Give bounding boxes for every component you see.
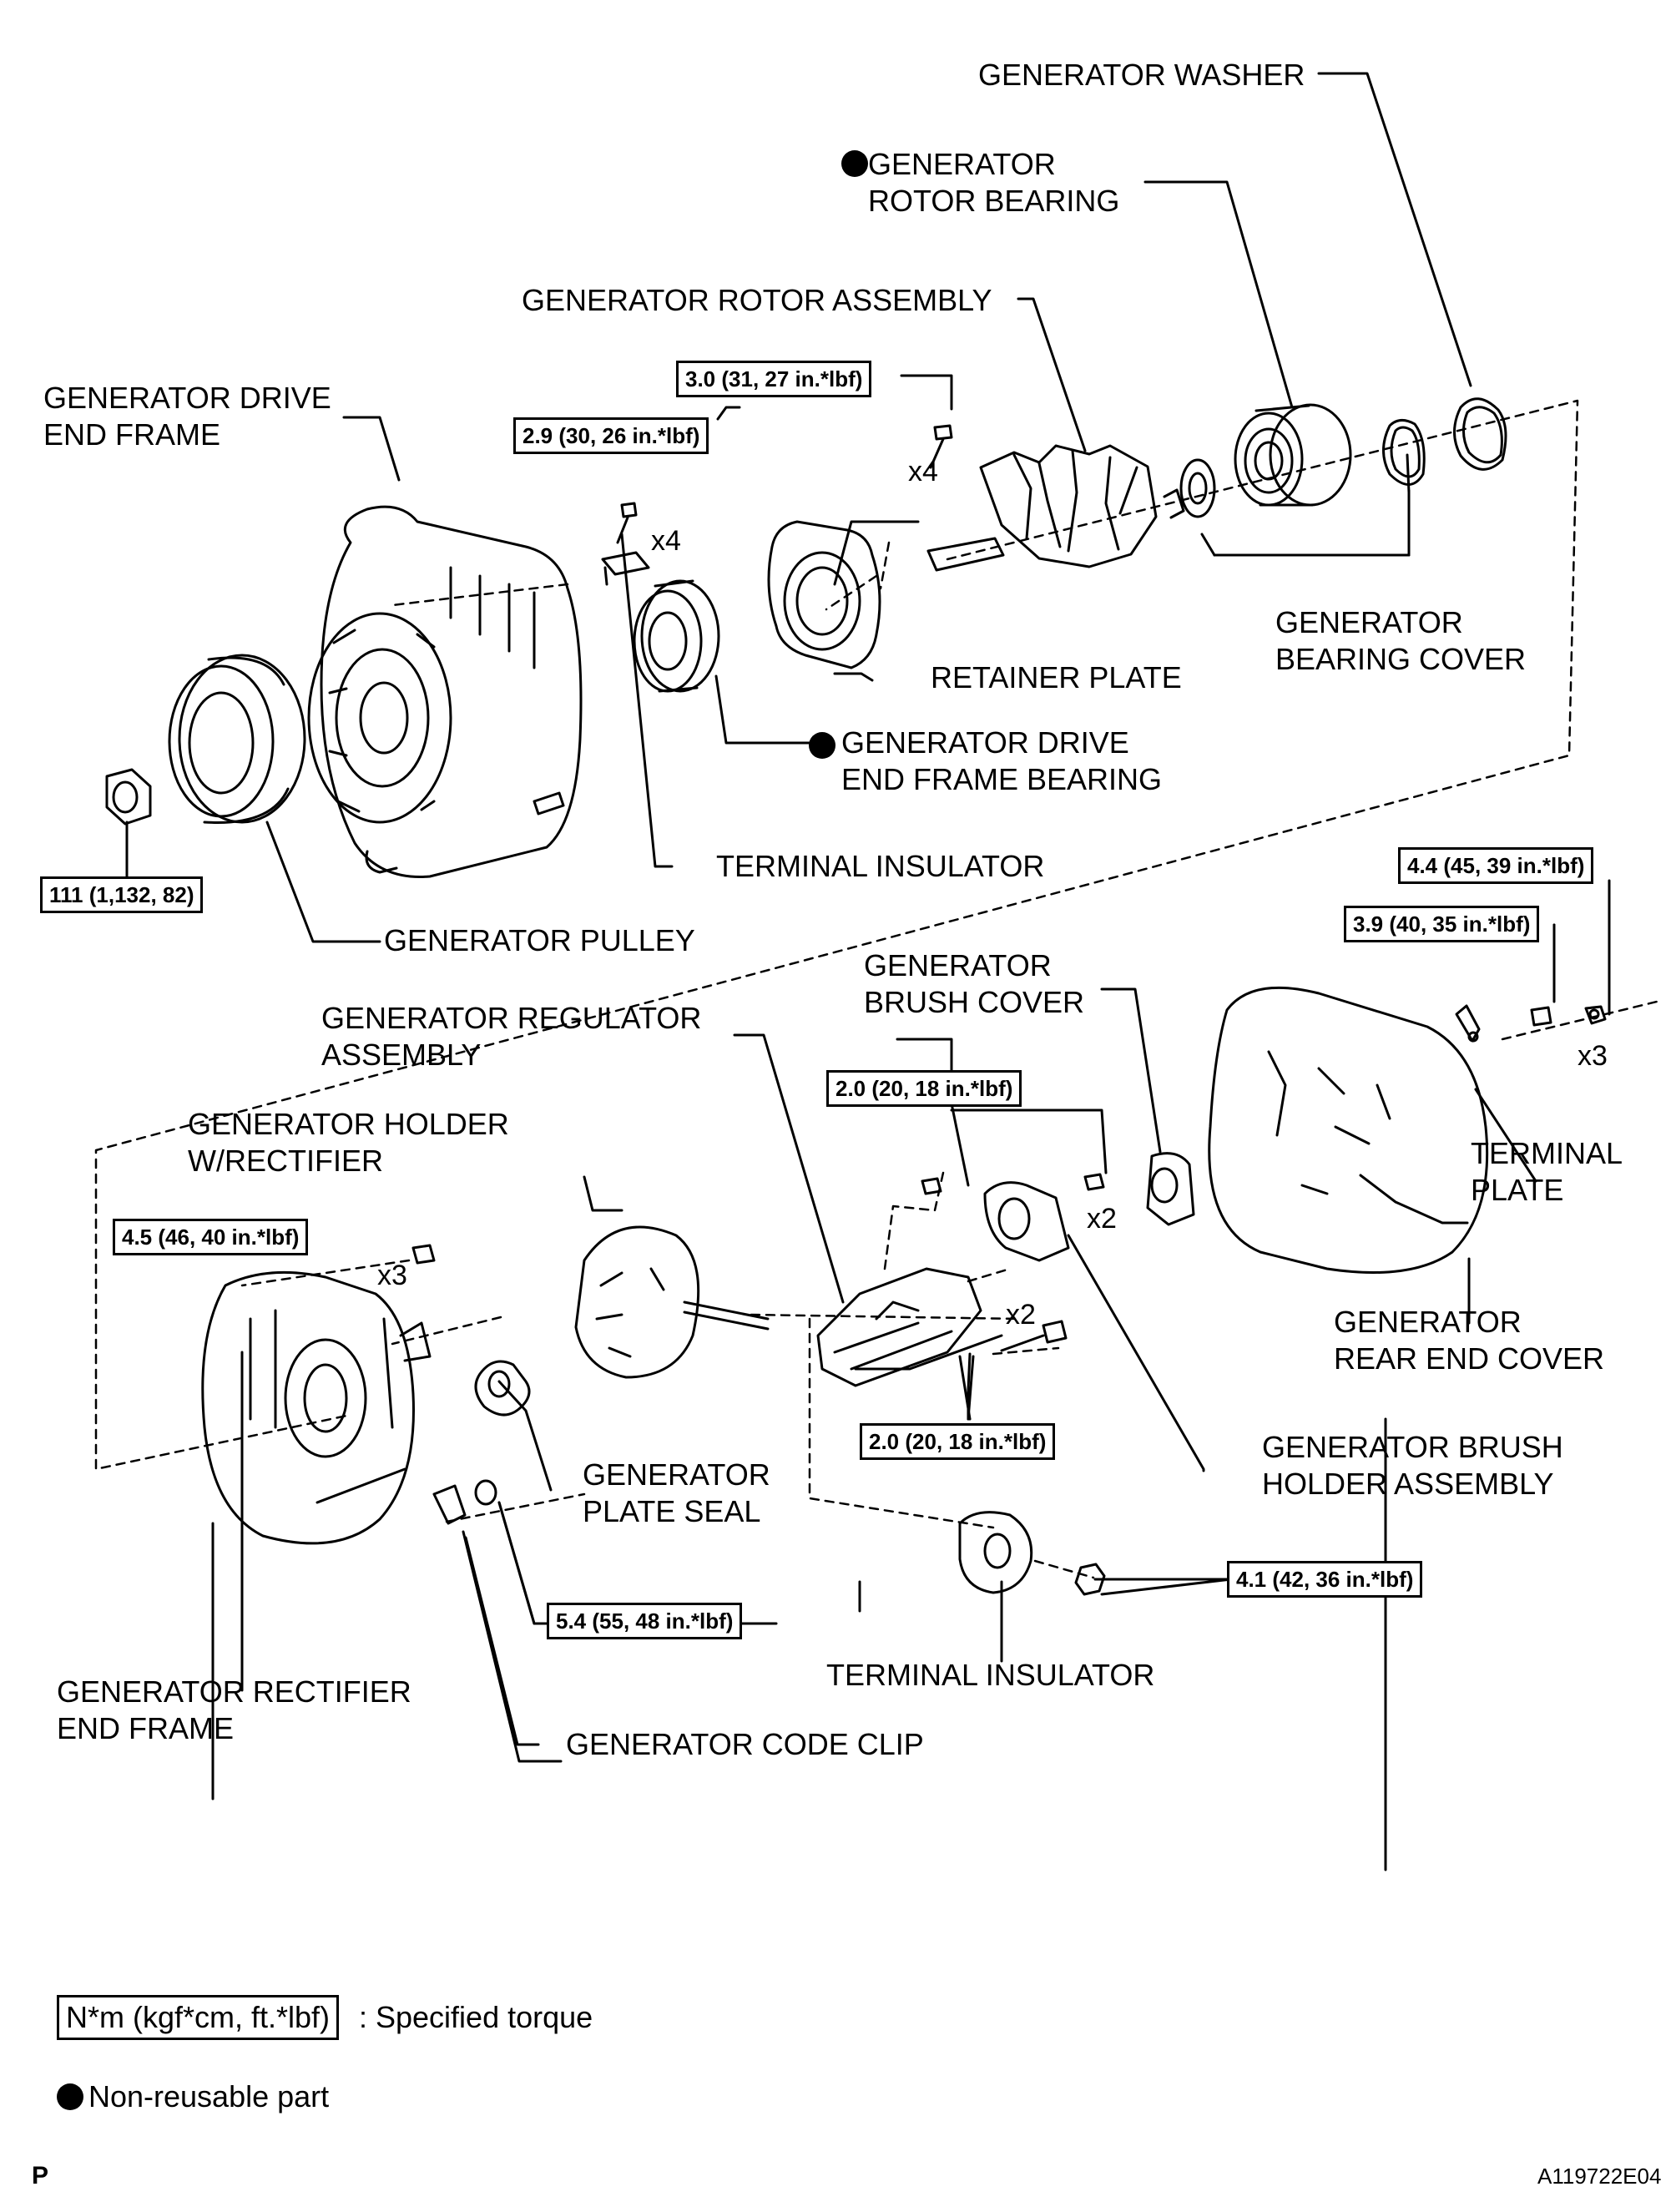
brush-cover-part bbox=[1146, 1152, 1195, 1226]
regulator-assembly-part bbox=[816, 1267, 982, 1387]
generator-washer-part bbox=[1453, 397, 1507, 471]
label-plate-seal: GENERATOR PLATE SEAL bbox=[583, 1457, 770, 1528]
torque-box-rotor-screws: 3.0 (31, 27 in.*lbf) bbox=[676, 361, 872, 397]
label-generator-washer: GENERATOR WASHER bbox=[978, 58, 1305, 92]
terminal-insulator-bottom-part bbox=[958, 1511, 1106, 1596]
torque-box-terminal-plate-bolt: 3.9 (40, 35 in.*lbf) bbox=[1344, 906, 1540, 942]
retainer-plate-part bbox=[767, 520, 881, 669]
label-drive-end-frame: GENERATOR DRIVE END FRAME bbox=[43, 381, 331, 452]
legend-torque-desc: : Specified torque bbox=[359, 2000, 593, 2034]
qty-rotor-screws: x4 bbox=[908, 456, 938, 487]
legend-torque-unit-box: N*m (kgf*cm, ft.*lbf) bbox=[57, 1995, 340, 2040]
code-clip-part bbox=[432, 1484, 467, 1525]
rectifier-frame-nut bbox=[411, 1244, 497, 1506]
terminal-plate-part bbox=[1455, 1004, 1481, 1043]
label-terminal-insulator-bottom: TERMINAL INSULATOR bbox=[826, 1658, 1155, 1692]
label-retainer-plate: RETAINER PLATE bbox=[931, 660, 1182, 694]
label-rear-end-cover: GENERATOR REAR END COVER bbox=[1334, 1305, 1605, 1376]
label-holder-rectifier: GENERATOR HOLDER W/RECTIFIER bbox=[188, 1107, 509, 1178]
torque-box-drive-frame-screws: 2.9 (30, 26 in.*lbf) bbox=[513, 417, 709, 454]
figure-code: A119722E04 bbox=[1537, 2164, 1662, 2189]
qty-drive-frame-screws: x4 bbox=[651, 525, 681, 557]
label-bearing-cover: GENERATOR BEARING COVER bbox=[1275, 605, 1527, 676]
label-drive-end-frame-bearing: GENERATOR DRIVE END FRAME BEARING bbox=[841, 725, 1163, 796]
label-generator-pulley: GENERATOR PULLEY bbox=[384, 923, 695, 957]
label-brush-holder-assembly: GENERATOR BRUSH HOLDER ASSEMBLY bbox=[1262, 1430, 1563, 1501]
drive-end-frame-bearing-part bbox=[633, 579, 720, 693]
label-terminal-insulator-top: TERMINAL INSULATOR bbox=[716, 849, 1045, 883]
torque-box-regulator-screws: 2.0 (20, 18 in.*lbf) bbox=[860, 1423, 1056, 1460]
rotor-bearing-part bbox=[1234, 403, 1352, 507]
rear-end-cover-part bbox=[1208, 986, 1489, 1274]
label-brush-cover: GENERATOR BRUSH COVER bbox=[864, 948, 1085, 1019]
qty-rear-cover-nuts: x3 bbox=[1578, 1040, 1608, 1072]
label-rotor-bearing: GENERATOR ROTOR BEARING bbox=[868, 147, 1120, 218]
label-regulator-assembly: GENERATOR REGULATOR ASSEMBLY bbox=[321, 1001, 702, 1072]
label-rectifier-end-frame: GENERATOR RECTIFIER END FRAME bbox=[57, 1674, 411, 1745]
bearing-washer-part bbox=[1179, 458, 1216, 518]
qty-rectifier-nuts: x3 bbox=[377, 1260, 407, 1291]
brush-holder-assembly-part bbox=[983, 1181, 1070, 1262]
pulley-nut-part bbox=[105, 768, 152, 826]
plate-seal-part bbox=[474, 1360, 531, 1417]
torque-box-rectifier-nuts: 4.5 (46, 40 in.*lbf) bbox=[113, 1219, 309, 1255]
top-bolts bbox=[616, 424, 953, 544]
label-code-clip: GENERATOR CODE CLIP bbox=[566, 1727, 924, 1761]
torque-box-pulley-nut: 111 (1,132, 82) bbox=[40, 876, 204, 913]
torque-box-code-clip-nut: 5.4 (55, 48 in.*lbf) bbox=[547, 1603, 743, 1639]
torque-box-brush-holder-screws: 2.0 (20, 18 in.*lbf) bbox=[826, 1070, 1022, 1107]
rotor-assembly-part bbox=[926, 444, 1185, 572]
nonreusable-dot-icon bbox=[57, 2083, 83, 2110]
generator-pulley-part bbox=[168, 654, 306, 824]
torque-box-terminal-insulator-nut: 4.1 (42, 36 in.*lbf) bbox=[1227, 1561, 1423, 1598]
qty-brush-holder-screws: x2 bbox=[1087, 1203, 1117, 1235]
terminal-insulator-top-part bbox=[601, 551, 650, 586]
label-terminal-plate: TERMINAL PLATE bbox=[1471, 1136, 1623, 1207]
torque-box-rear-cover-nut: 4.4 (45, 39 in.*lbf) bbox=[1398, 847, 1594, 884]
legend-nonreusable-desc: Non-reusable part bbox=[88, 2079, 330, 2114]
qty-regulator-screws: x2 bbox=[1006, 1299, 1036, 1331]
drive-end-frame-part bbox=[307, 505, 583, 878]
nonreusable-markers bbox=[809, 150, 868, 759]
legend-nonreusable: Non-reusable part bbox=[57, 2078, 329, 2115]
regulator-bolts bbox=[921, 1173, 1105, 1352]
corner-mark-left: P bbox=[32, 2162, 49, 2189]
assembly-centerlines bbox=[94, 399, 1658, 1579]
label-rotor-assembly: GENERATOR ROTOR ASSEMBLY bbox=[522, 283, 992, 317]
bearing-cover-part bbox=[1382, 419, 1426, 486]
rear-cover-fasteners bbox=[1530, 1005, 1607, 1027]
holder-rectifier-part bbox=[574, 1225, 770, 1379]
rectifier-end-frame-part bbox=[201, 1270, 432, 1545]
